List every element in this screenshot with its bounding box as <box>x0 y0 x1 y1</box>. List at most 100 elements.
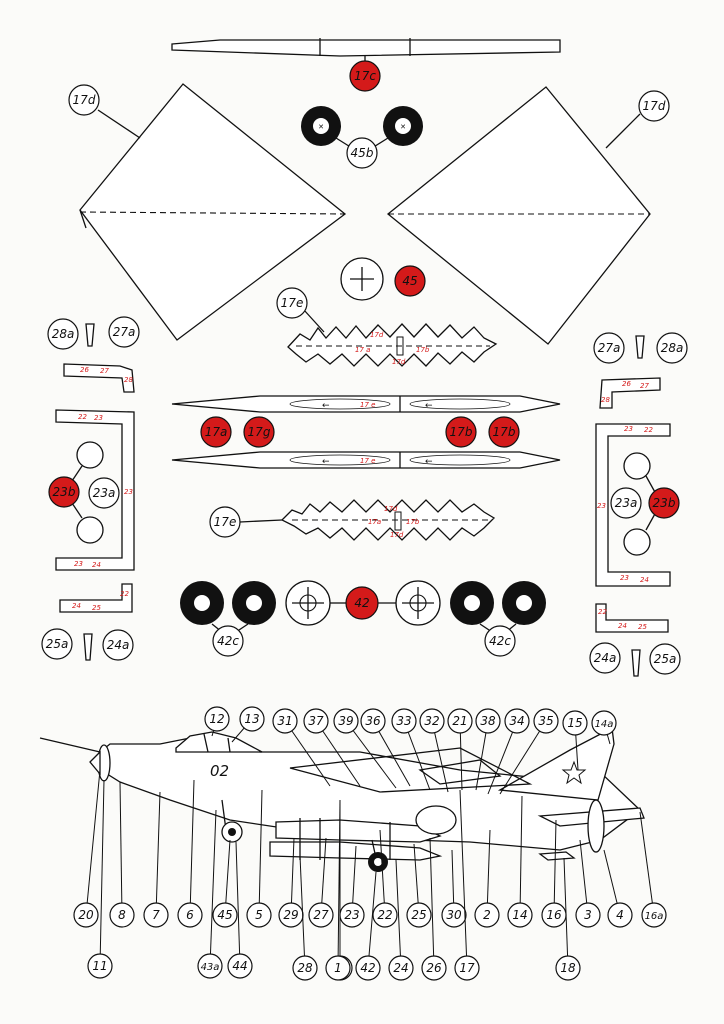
callout-label: 2 <box>483 908 491 922</box>
wheel-45b-left: ✕ <box>301 106 341 146</box>
svg-text:17b: 17b <box>416 346 430 354</box>
leader-line <box>519 795 523 916</box>
callout-34: 34 <box>487 708 530 795</box>
svg-text:23b: 23b <box>653 496 676 510</box>
part-17e-rail-lower: 17 e ← ← <box>171 451 561 469</box>
callout-23b-left: 23b <box>48 476 80 508</box>
svg-text:22: 22 <box>598 608 607 616</box>
svg-text:17e: 17e <box>281 296 304 310</box>
callout-label: 4 <box>616 908 624 922</box>
callout-circle <box>227 953 253 979</box>
part-28a-left <box>85 323 95 347</box>
callout-label: 26 <box>426 961 442 975</box>
svg-text:24: 24 <box>92 561 101 569</box>
callout-28a-right: 28a <box>656 332 688 364</box>
leader-line <box>639 811 655 916</box>
callout-circle <box>372 902 398 928</box>
svg-text:42: 42 <box>354 596 369 610</box>
svg-text:17b: 17b <box>406 518 420 526</box>
leader-line <box>345 720 397 789</box>
svg-text:17a: 17a <box>368 518 381 526</box>
svg-text:26: 26 <box>80 366 89 374</box>
callout-17e-bottom: 17e <box>209 506 241 538</box>
callout-circle <box>204 706 230 732</box>
svg-text:27a: 27a <box>598 341 621 355</box>
part-28a-right <box>635 335 645 359</box>
callout-21: 21 <box>447 708 473 791</box>
callout-label: 7 <box>152 908 160 922</box>
callout-27: 27 <box>308 837 334 928</box>
leader-line <box>299 855 306 969</box>
svg-text:✕: ✕ <box>318 123 324 131</box>
part-17e-top: 17d 17 a 17b 17d <box>287 323 498 367</box>
svg-text:17b: 17b <box>450 425 473 439</box>
leader-line <box>337 799 341 969</box>
callout-17d-left: 17d <box>68 84 100 116</box>
callout-25a-left: 25a <box>41 628 73 660</box>
leader-line <box>119 781 123 916</box>
part-27-right: 26 27 28 <box>599 377 661 409</box>
part-17e-bottom: 17d 17a 17b 17d <box>280 499 496 541</box>
svg-text:24a: 24a <box>107 638 130 652</box>
svg-text:22: 22 <box>120 590 129 598</box>
svg-text:42c: 42c <box>217 634 239 648</box>
callout-45: 45 <box>212 839 238 928</box>
svg-text:23b: 23b <box>53 485 76 499</box>
part-hole-upper-right <box>623 452 651 480</box>
svg-text:45: 45 <box>402 274 417 288</box>
svg-text:22: 22 <box>644 426 653 434</box>
callout-label: 39 <box>338 714 353 728</box>
callout-circle <box>333 708 359 734</box>
callout-label: 42 <box>360 961 375 975</box>
callout-27a-right: 27a <box>593 332 625 364</box>
leader-line <box>459 789 468 969</box>
callout-25: 25 <box>406 843 432 928</box>
callout-circle <box>239 706 265 732</box>
callout-17d-right: 17d <box>638 90 670 122</box>
leader-line <box>487 720 518 795</box>
callout-label: 12 <box>209 712 224 726</box>
callout-1: 1 <box>325 799 351 981</box>
callout-13: 13 <box>231 706 265 743</box>
svg-text:23a: 23a <box>93 486 116 500</box>
callout-label: 38 <box>480 714 496 728</box>
callout-circle <box>475 708 501 734</box>
svg-text:17d: 17d <box>643 99 666 113</box>
callout-23a-left: 23a <box>88 477 120 509</box>
callout-label: 17 <box>459 961 475 975</box>
callout-label: 35 <box>538 714 553 728</box>
wing-17d-left <box>79 83 347 341</box>
svg-text:17d: 17d <box>392 358 406 366</box>
callout-circle <box>355 955 381 981</box>
part-45-disc <box>340 257 384 301</box>
callout-circle <box>441 902 467 928</box>
callout-label: 8 <box>118 908 126 922</box>
disc-42-left <box>285 580 331 626</box>
part-25a-left <box>83 633 93 661</box>
leader-line <box>395 859 402 969</box>
callout-12: 12 <box>204 706 230 737</box>
callout-label: 21 <box>452 714 467 728</box>
callout-circle <box>177 902 203 928</box>
svg-text:23: 23 <box>624 425 633 433</box>
callout-6: 6 <box>177 779 203 928</box>
callout-25a-right: 25a <box>649 643 681 675</box>
callout-33: 33 <box>391 708 431 791</box>
callout-label: 32 <box>424 714 439 728</box>
callout-label: 13 <box>244 712 259 726</box>
svg-text:24: 24 <box>72 602 81 610</box>
callout-label: 24 <box>393 961 408 975</box>
svg-text:17g: 17g <box>248 425 271 439</box>
callout-label: 14a <box>595 719 614 730</box>
callout-circle <box>419 708 445 734</box>
callout-label: 15 <box>567 716 582 730</box>
svg-text:25: 25 <box>638 623 647 631</box>
part-23-bracket-right: 23 22 23 23 24 <box>595 423 671 587</box>
svg-text:27a: 27a <box>113 325 136 339</box>
callout-2: 2 <box>474 829 500 928</box>
callout-label: 36 <box>365 714 381 728</box>
svg-text:27: 27 <box>640 382 649 390</box>
callout-42c-left: 42c <box>212 625 244 657</box>
callout-18: 18 <box>555 857 581 981</box>
